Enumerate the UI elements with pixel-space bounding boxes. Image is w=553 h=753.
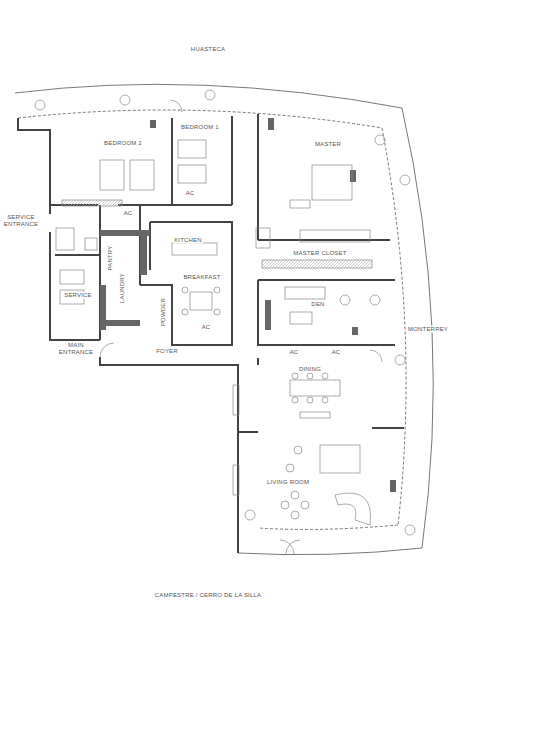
room-label: AC [201,324,212,331]
room-label: MAIN ENTRANCE [56,342,96,356]
room-label: KITCHEN [173,237,203,244]
room-label: AC [185,190,196,197]
room-label-vertical: LAUNDRY [119,272,126,304]
room-label: FOYER [155,348,179,355]
room-label: MONTERREY [407,326,449,333]
room-label: AC [331,349,342,356]
room-label: CAMPESTRE / CERRO DE LA SILLA [154,592,263,599]
room-label: BEDROOM 1 [180,124,220,131]
room-label: DINING [298,366,322,373]
room-label: BREAKFAST [182,274,221,281]
room-label-vertical: POWDER [160,297,167,327]
room-label: HUASTECA [190,46,226,53]
room-label: AC [289,349,300,356]
room-label-vertical: PANTRY [107,245,114,272]
room-label: MASTER [314,141,342,148]
room-label: BEDROOM 2 [103,140,143,147]
room-label: SERVICE ENTRANCE [1,214,41,228]
room-label: AC [123,210,134,217]
room-label: LIVING ROOM [266,479,310,486]
room-label: DEN [310,301,325,308]
room-label: MASTER CLOSET [292,250,347,257]
room-label: SERVICE [63,292,93,299]
